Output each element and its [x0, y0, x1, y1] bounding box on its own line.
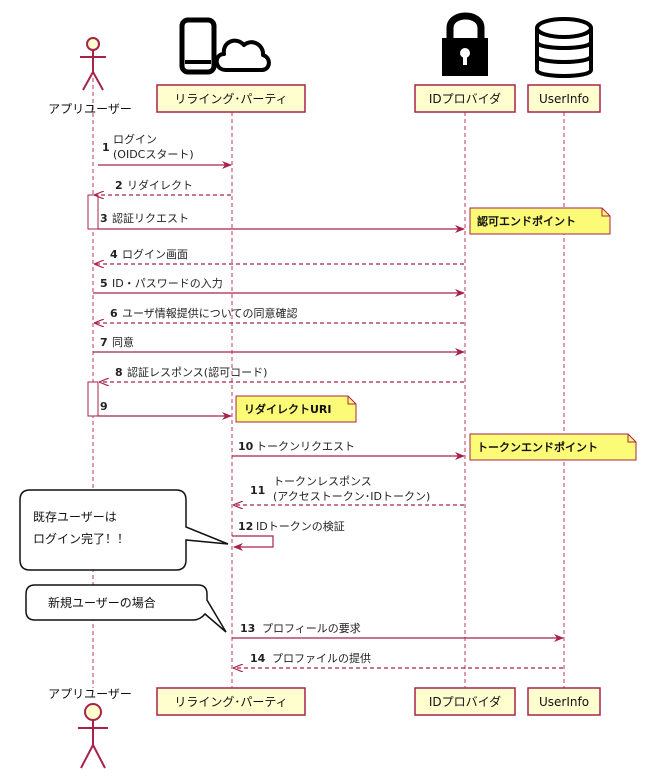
smartphone-icon [179, 17, 217, 75]
message-number: 2 [115, 179, 123, 192]
cloud-icon [214, 38, 271, 72]
message-label: 同意 [112, 335, 134, 349]
note-text: 認可エンドポイント [477, 214, 576, 228]
note-token-endpoint: トークンエンドポイント [469, 433, 637, 461]
message-number: 7 [100, 336, 108, 349]
note-text: トークンエンドポイント [477, 440, 598, 454]
message-4: 4 ログイン画面 [95, 247, 464, 264]
participant-idp-label: IDプロバイダ [429, 694, 501, 709]
message-10: 10 トークンリクエスト [232, 440, 465, 460]
message-11: 11 トークンレスポンス (アクセストークン･IDトークン) [234, 475, 464, 505]
message-label: 認証レスポンス(認可コード) [127, 365, 267, 379]
participant-userinfo-label: UserInfo [539, 92, 589, 106]
message-number: 9 [100, 400, 108, 413]
message-6: 6 ユーザ情報提供についての同意確認 [95, 306, 464, 323]
callout-text: ログイン完了！！ [33, 531, 129, 546]
message-label: プロファイルの提供 [272, 651, 371, 665]
callout-new-user: 新規ユーザーの場合 [25, 584, 227, 633]
message-label: ログイン画面 [122, 247, 188, 261]
actor-icon [78, 703, 108, 769]
message-number: 1 [102, 141, 110, 154]
message-7: 7 同意 [93, 335, 465, 356]
participant-idp-bottom: IDプロバイダ [414, 687, 516, 716]
participant-rp-label: リライング･パーティ [174, 695, 287, 709]
callout-text: 既存ユーザーは [33, 510, 117, 524]
participant-rp-label: リライング･パーティ [174, 92, 287, 106]
message-label: トークンリクエスト [256, 440, 355, 453]
message-14: 14 プロファイルの提供 [234, 651, 563, 668]
message-label: ログイン [113, 132, 157, 146]
message-number: 3 [100, 212, 108, 225]
message-number: 11 [250, 484, 265, 497]
actor-icon [80, 37, 106, 91]
message-label: (アクセストークン･IDトークン) [273, 490, 430, 503]
participant-rp-bottom: リライング･パーティ [156, 687, 306, 716]
message-label: リダイレクト [127, 178, 193, 192]
activation-bar [87, 381, 99, 417]
message-label: ID・パスワードの入力 [112, 277, 223, 290]
callout-text: 新規ユーザーの場合 [48, 595, 156, 610]
message-label: プロフィールの要求 [262, 622, 361, 635]
message-number: 5 [100, 277, 108, 290]
lock-icon [442, 12, 488, 76]
message-3: 3 認証リクエスト [98, 211, 465, 233]
participant-idp-label: IDプロバイダ [429, 91, 501, 106]
participant-userinfo-label: UserInfo [539, 695, 589, 709]
database-icon [535, 17, 593, 78]
message-label: ユーザ情報提供についての同意確認 [122, 306, 297, 320]
message-label: (OIDCスタート) [113, 148, 194, 161]
note-text: リダイレクトURI [244, 402, 332, 416]
message-number: 10 [238, 440, 254, 453]
message-number: 4 [110, 248, 118, 261]
note-redirect-uri: リダイレクトURI [235, 395, 357, 423]
message-13: 13 プロフィールの要求 [232, 622, 564, 642]
message-label: 認証リクエスト [112, 211, 189, 225]
message-number: 8 [115, 366, 123, 379]
message-2: 2 リダイレクト [95, 178, 231, 195]
message-number: 12 [238, 520, 253, 533]
message-label: トークンレスポンス [273, 475, 372, 488]
participant-rp-top: リライング･パーティ [156, 84, 306, 113]
message-number: 14 [250, 652, 266, 665]
message-number: 13 [240, 622, 255, 635]
message-12: 12 IDトークンの検証 [232, 519, 345, 551]
message-9: 9 [98, 400, 232, 420]
message-8: 8 認証レスポンス(認可コード) [100, 365, 464, 382]
actor-label-bottom: アプリユーザー [48, 687, 132, 701]
activation-bar [87, 194, 99, 230]
actor-label-top: アプリユーザー [48, 102, 132, 116]
message-1: 1 ログイン (OIDCスタート) [98, 132, 232, 169]
note-auth-endpoint: 認可エンドポイント [469, 207, 611, 235]
callout-existing-user: 既存ユーザーは ログイン完了！！ [19, 489, 229, 571]
participant-userinfo-top: UserInfo [527, 84, 601, 113]
message-5: 5 ID・パスワードの入力 [93, 277, 465, 297]
participant-userinfo-bottom: UserInfo [527, 687, 601, 716]
message-number: 6 [110, 307, 118, 320]
participant-idp-top: IDプロバイダ [414, 84, 516, 113]
message-label: IDトークンの検証 [256, 519, 345, 533]
